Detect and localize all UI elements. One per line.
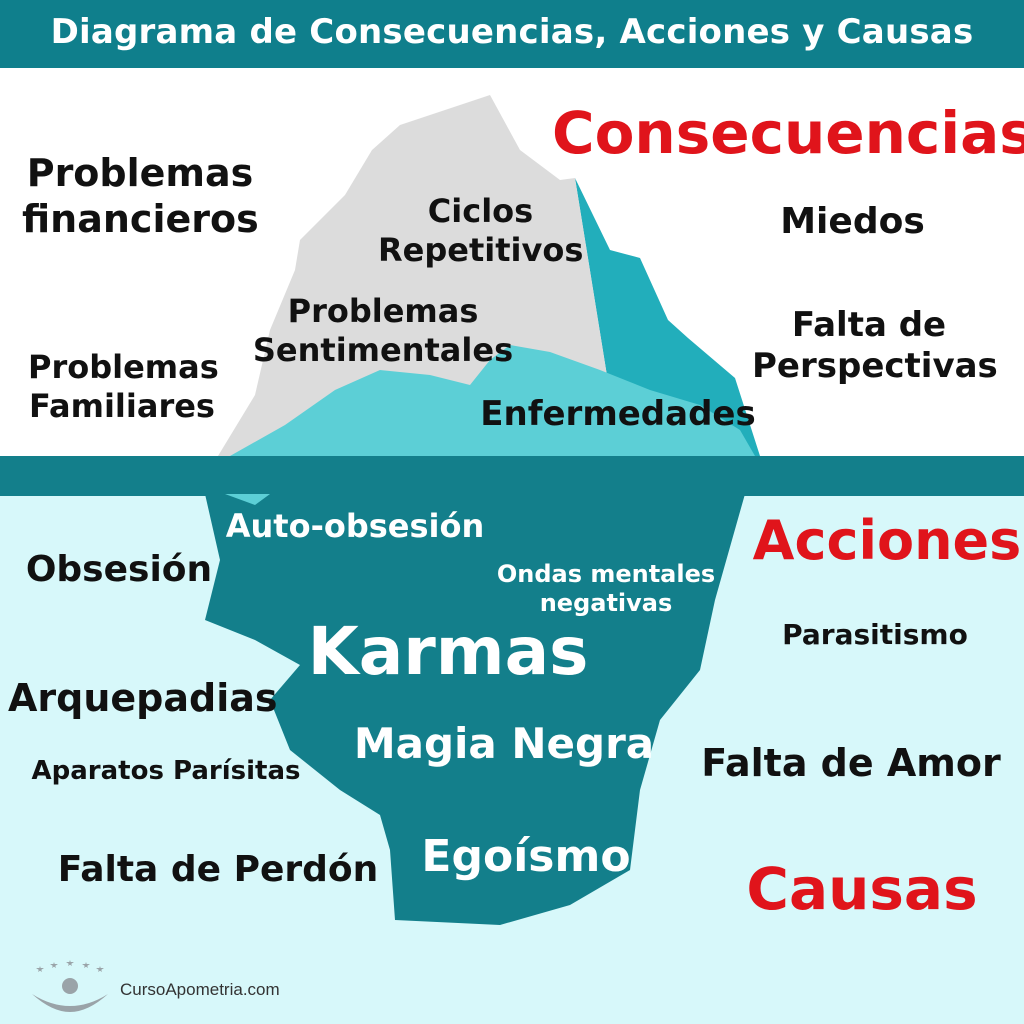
page-title: Diagrama de Consecuencias, Acciones y Ca… [50,12,974,52]
iceberg-light-base [230,345,755,456]
label-ciclos-repetitivos: Ciclos Repetitivos [378,192,584,270]
apometria-logo-icon [32,960,108,1012]
label-problemas-sentimentales: Problemas Sentimentales [252,292,514,370]
label-ondas-mentales: Ondas mentales negativas [496,560,716,618]
label-arquepadias: Arquepadias [8,676,278,720]
label-magia-negra: Magia Negra [353,719,655,768]
label-enfermedades: Enfermedades [480,394,756,434]
label-parasitismo: Parasitismo [782,618,968,651]
header-bar: Diagrama de Consecuencias, Acciones y Ca… [0,0,1024,68]
label-falta-perdon: Falta de Perdón [57,849,379,890]
label-aparatos-parasitas: Aparatos Parísitas [31,756,301,786]
section-causas: Causas [746,855,978,923]
label-obsesion: Obsesión [25,549,213,590]
label-problemas-financieros: Problemas financieros [22,151,259,242]
label-falta-amor: Falta de Amor [701,741,1001,785]
section-consecuencias: Consecuencias [552,99,1024,167]
iceberg-notch [225,494,270,505]
label-egoismo: Egoísmo [421,831,631,882]
waterline-band [0,456,1024,496]
iceberg-submerged-body [205,494,745,925]
section-acciones: Acciones [752,509,1022,572]
label-falta-perspectivas: Falta de Perspectivas [752,305,998,387]
label-problemas-familiares: Problemas Familiares [28,348,219,426]
label-karmas: Karmas [307,613,589,690]
label-auto-obsesion: Auto-obsesión [225,507,485,545]
label-miedos: Miedos [780,201,925,242]
footer-site-label: CursoApometria.com [120,980,280,999]
